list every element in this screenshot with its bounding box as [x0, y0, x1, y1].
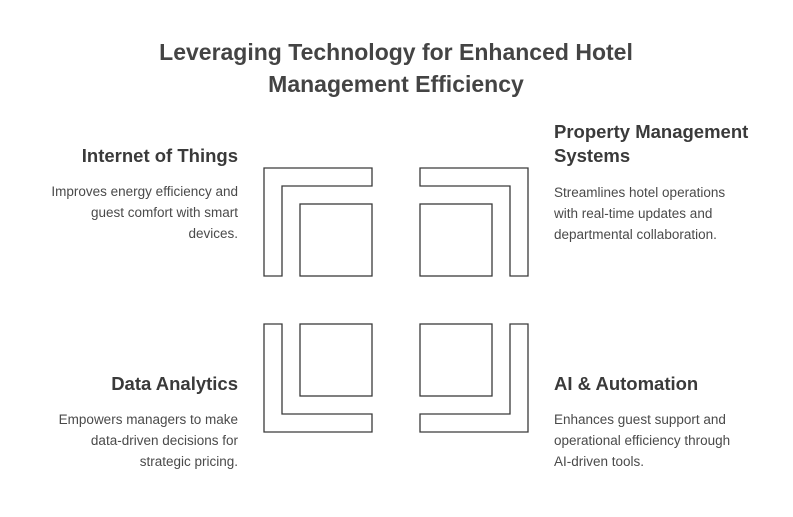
quadrant-internet-of-things: Internet of Things Improves energy effic… — [20, 144, 238, 244]
data-desc-line: strategic pricing. — [139, 454, 238, 469]
diagram-title: Leveraging Technology for Enhanced Hotel… — [96, 36, 696, 100]
data-analytics-heading: Data Analytics — [111, 373, 238, 394]
quadrant-data-analytics: Data Analytics Empowers managers to make… — [20, 372, 238, 472]
frame-bottom-left — [263, 323, 373, 433]
data-desc-line: Empowers managers to make — [58, 412, 238, 427]
title-line-2: Management Efficiency — [268, 71, 524, 97]
iot-desc-line: guest comfort with smart — [90, 205, 238, 220]
ai-desc-line: operational efficiency through — [554, 433, 731, 448]
pms-desc-line: with real-time updates and — [554, 206, 713, 221]
ai-automation-heading: AI & Automation — [554, 373, 699, 394]
iot-desc-line: devices. — [188, 226, 238, 241]
frame-top-left — [263, 167, 373, 277]
square-top-right — [419, 203, 493, 277]
frame-bottom-right — [419, 323, 529, 433]
iot-heading: Internet of Things — [81, 145, 238, 166]
quadrant-ai-automation: AI & Automation Enhances guest support a… — [554, 372, 784, 472]
quadrant-property-management-systems: Property Management Systems Streamlines … — [554, 120, 784, 245]
iot-description: Improves energy efficiency and guest com… — [20, 181, 238, 244]
frame-top-right — [419, 167, 529, 277]
title-line-1: Leveraging Technology for Enhanced Hotel — [159, 39, 633, 65]
data-analytics-description: Empowers managers to make data-driven de… — [20, 409, 238, 472]
square-bottom-right — [419, 323, 493, 397]
ai-desc-line: AI-driven tools. — [554, 454, 645, 469]
square-bottom-left — [299, 323, 373, 397]
ai-desc-line: Enhances guest support and — [554, 412, 726, 427]
pms-heading: Property Management Systems — [554, 120, 784, 168]
pms-description: Streamlines hotel operations with real-t… — [554, 182, 784, 245]
pms-heading-line: Property Management — [554, 121, 749, 142]
pms-desc-line: departmental collaboration. — [554, 227, 717, 242]
iot-desc-line: Improves energy efficiency and — [51, 184, 238, 199]
square-top-left — [299, 203, 373, 277]
pms-desc-line: Streamlines hotel operations — [554, 185, 726, 200]
data-desc-line: data-driven decisions for — [90, 433, 238, 448]
ai-automation-description: Enhances guest support and operational e… — [554, 409, 784, 472]
pms-heading-line: Systems — [554, 145, 631, 166]
